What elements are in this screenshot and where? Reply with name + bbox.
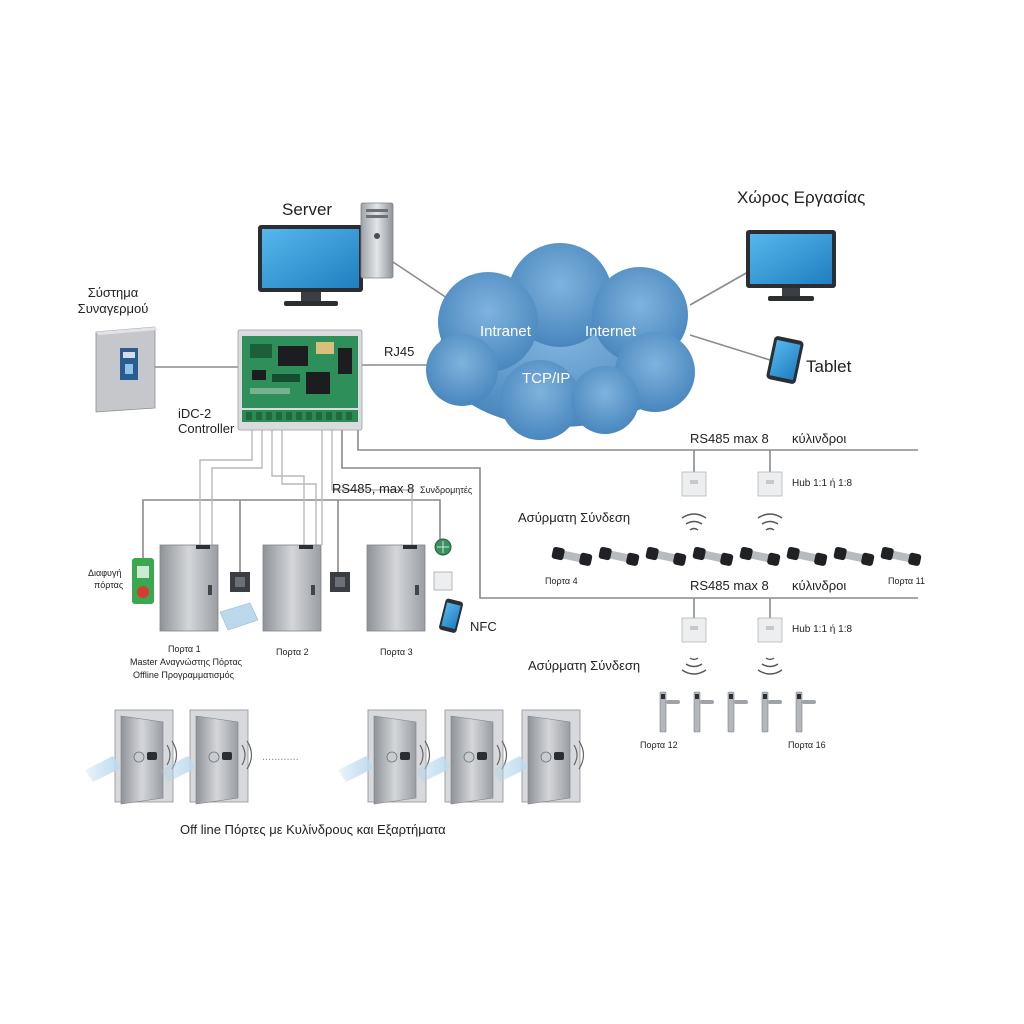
door1-sub1: Master Αναγνώστης Πόρτας (130, 657, 243, 667)
hub-icon (757, 471, 783, 497)
wire-cloud-workspace (689, 271, 749, 306)
wireless-signal-icon (241, 740, 253, 770)
door11-label: Πορτα 11 (888, 576, 925, 586)
hub-top-label: Hub 1:1 ή 1:8 (792, 477, 852, 489)
door-icon (444, 709, 504, 805)
tablet-icon (766, 336, 804, 384)
wireless-signal-icon (757, 513, 783, 531)
monitor-icon (258, 225, 363, 306)
rfid-card-icon (415, 756, 451, 782)
wireless-signal-icon (757, 657, 783, 675)
door-icon (189, 709, 249, 805)
wireless-signal-icon (573, 740, 585, 770)
door-handle-icon (693, 691, 714, 733)
door-icon (366, 544, 426, 632)
monitor-icon (746, 230, 836, 301)
door-icon (114, 709, 174, 805)
wire-door2-a (271, 430, 305, 545)
green-reader-icon (434, 538, 452, 556)
door-icon (521, 709, 581, 805)
subscribers-word: Συνδρομητές (420, 485, 473, 495)
wire-door1-a (199, 430, 253, 545)
door-handle-icon (659, 691, 680, 733)
rfid-card-icon (338, 756, 374, 782)
hub-icon (681, 617, 707, 643)
cylinder-lock-icon (880, 546, 922, 566)
door-icon (367, 709, 427, 805)
offline-caption: Off line Πόρτες με Κυλίνδρους και Εξαρτή… (180, 822, 446, 837)
door1-sub2: Offline Προγραμματισμός (133, 670, 235, 680)
wire-server-cloud (392, 261, 451, 301)
server-label: Server (282, 200, 332, 219)
door-handle-icon (795, 691, 816, 733)
cloud-label-tcpip: TCP/IP (522, 370, 570, 387)
door1-label: Πορτα 1 (168, 644, 201, 654)
rs485-subscribers-label: RS485, max 8 (332, 481, 414, 496)
wiring (142, 261, 918, 618)
cloud-label-intranet: Intranet (480, 323, 532, 340)
door16-label: Πορτα 16 (788, 740, 826, 750)
rfid-card-icon (219, 602, 259, 631)
hub-icon (757, 617, 783, 643)
cloud-icon (426, 243, 695, 440)
rs485-bottom-label: RS485 max 8 (690, 578, 769, 593)
door3-label: Πορτα 3 (380, 647, 413, 657)
cylinder-lock-icon (833, 546, 875, 566)
rs485-top-label: RS485 max 8 (690, 431, 769, 446)
nfc-label: NFC (470, 619, 497, 634)
wire-rs485-top-bus (357, 430, 918, 451)
wire-subscriber-bus (142, 499, 441, 560)
workspace-label: Χώρος Εργασίας (737, 188, 865, 207)
wireless-top-label: Ασύρματη Σύνδεση (518, 510, 630, 525)
card-reader-icon (433, 571, 453, 591)
door-handle-icon (727, 691, 748, 733)
card-reader-icon (330, 572, 350, 592)
wireless-signal-icon (681, 513, 707, 531)
rfid-card-icon (85, 756, 121, 782)
alarm-label-line1: Σύστημα (88, 285, 139, 300)
wire-door2-b (281, 430, 317, 545)
controller-board-icon (237, 329, 363, 431)
card-reader-icon (230, 572, 250, 592)
cylinder-lock-icon (645, 546, 687, 566)
rj45-label: RJ45 (384, 344, 414, 359)
tablet-label: Tablet (806, 357, 852, 376)
door-handle-icon (761, 691, 782, 733)
exit-label-line1: Διαφυγή (88, 568, 121, 578)
wire-door3-b (331, 430, 413, 545)
controller-label-line1: iDC-2 (178, 406, 211, 421)
wire-rs485-bottom-bus (341, 430, 918, 599)
door4-label: Πορτα 4 (545, 576, 578, 586)
wire-cloud-tablet (689, 334, 771, 361)
door-icon (262, 544, 322, 632)
cylinder-lock-icon (786, 546, 828, 566)
rfid-card-icon (492, 756, 528, 782)
rfid-card-icon (160, 756, 196, 782)
cylinder-lock-icon (739, 546, 781, 566)
hub-icon (681, 471, 707, 497)
controller-label-line2: Controller (178, 421, 235, 436)
cylinder-lock-icon (598, 546, 640, 566)
alarm-label-line2: Συναγερμού (78, 301, 149, 316)
door12-label: Πορτα 12 (640, 740, 678, 750)
door2-label: Πορτα 2 (276, 647, 309, 657)
cylinder-lock-icon (551, 546, 593, 566)
cylinders-word-bottom: κύλινδροι (792, 578, 846, 593)
offline-ellipsis: ............ (262, 751, 299, 763)
cylinders-word-top: κύλινδροι (792, 431, 846, 446)
hub-bottom-label: Hub 1:1 ή 1:8 (792, 623, 852, 635)
wireless-bottom-label: Ασύρματη Σύνδεση (528, 658, 640, 673)
alarm-panel-icon (95, 326, 158, 413)
smartphone-icon (439, 598, 463, 633)
server-tower-icon (360, 202, 394, 279)
exit-label-line2: πόρτας (94, 580, 124, 590)
door-icon (159, 544, 219, 632)
cylinder-lock-icon (692, 546, 734, 566)
exit-button-icon (132, 558, 154, 604)
wireless-signal-icon (681, 657, 707, 675)
cloud-label-internet: Internet (585, 323, 637, 340)
wire-door1-b (211, 430, 263, 545)
